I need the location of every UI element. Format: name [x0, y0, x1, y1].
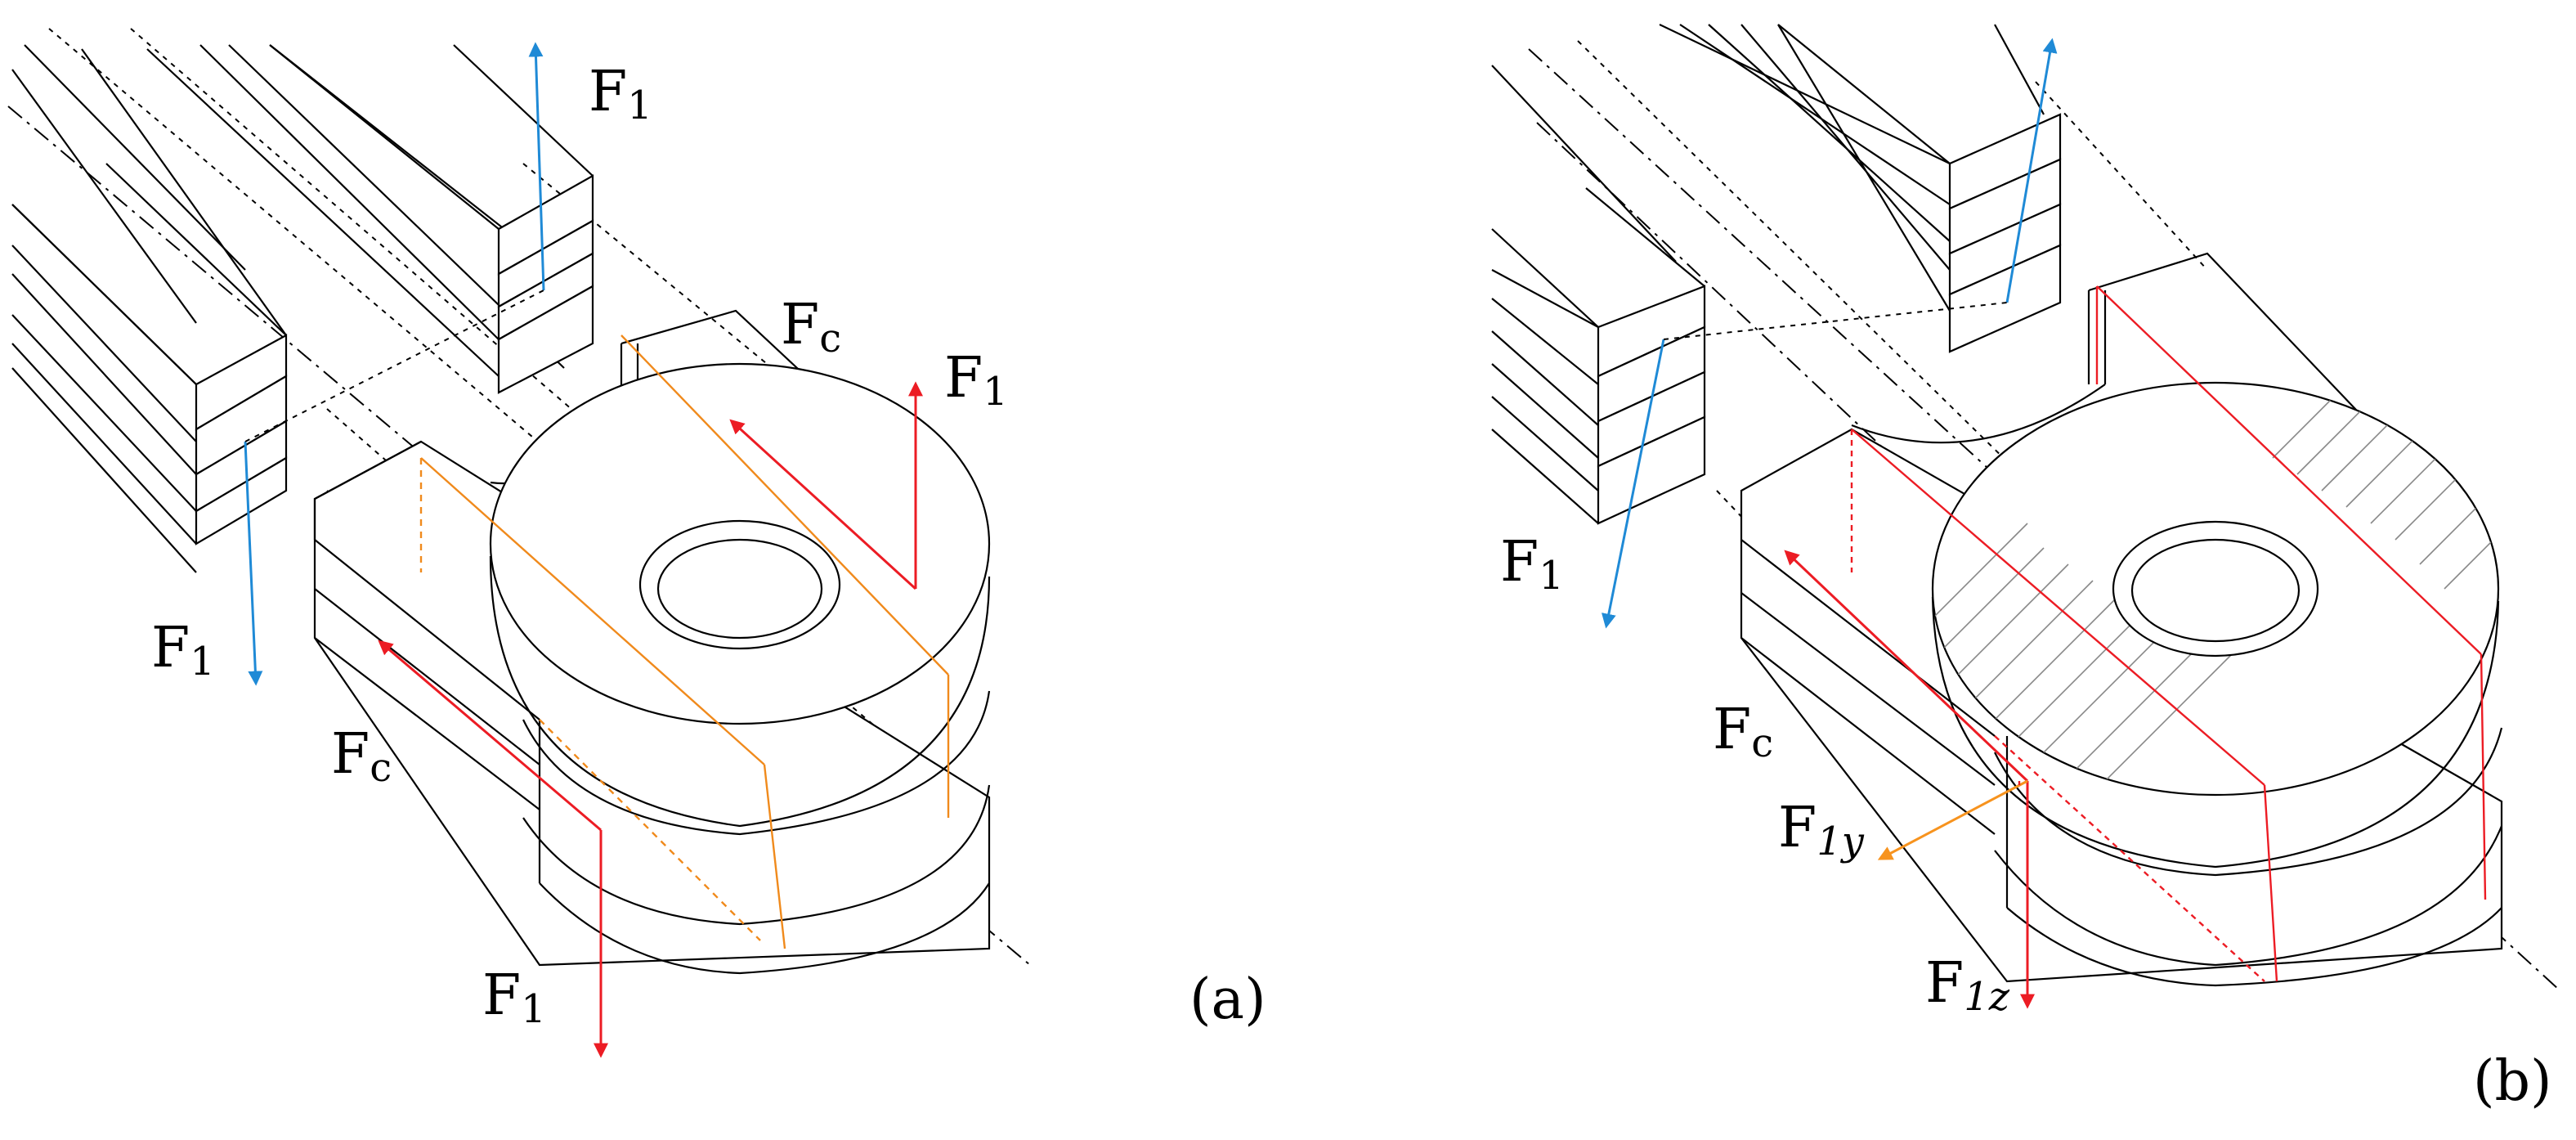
fc-arrow-b — [1784, 550, 2029, 783]
section-lines-b — [1850, 285, 2487, 982]
upper-plate-stack-b — [1777, 24, 2062, 353]
label-f1-top-a: F1 — [589, 60, 652, 128]
left-plate-stack-b — [1491, 187, 1706, 525]
f1-down-arrow-b — [1601, 339, 1665, 629]
panel-label-b: (b) — [2473, 1049, 2552, 1114]
label-f1y-b: F1y — [1778, 796, 1865, 864]
panel-b: F1 Fc F1y F1z (b) — [1491, 24, 2560, 1114]
label-f1-left-b: F1 — [1500, 530, 1564, 599]
left-plate-stack-a — [11, 163, 288, 545]
label-f1-right-a: F1 — [944, 346, 1008, 415]
f1-up-arrow-a — [528, 42, 545, 291]
f1-down-arrow-a — [244, 441, 263, 686]
fc-top-arrow-a — [729, 419, 917, 590]
label-f1-bottom-a: F1 — [482, 963, 546, 1032]
f1y-arrow-b — [1877, 779, 2028, 860]
fc-left-arrow-a — [378, 640, 602, 832]
upper-plate-stack-a — [269, 44, 594, 394]
panel-a: F1 Fc F1 F1 Fc F1 (a) — [7, 28, 1266, 1058]
link-body-a — [313, 309, 991, 975]
label-fc-left-a: Fc — [331, 722, 392, 791]
panel-label-a: (a) — [1189, 967, 1266, 1032]
label-f1z-b: F1z — [1925, 951, 2010, 1020]
label-fc-top-a: Fc — [781, 293, 841, 361]
f1-up-arrow-b — [2005, 38, 2058, 303]
label-fc-left-b: Fc — [1713, 698, 1773, 766]
section-lines-a — [419, 334, 950, 949]
label-f1-left-a: F1 — [151, 616, 215, 684]
link-body-b — [1740, 252, 2503, 987]
